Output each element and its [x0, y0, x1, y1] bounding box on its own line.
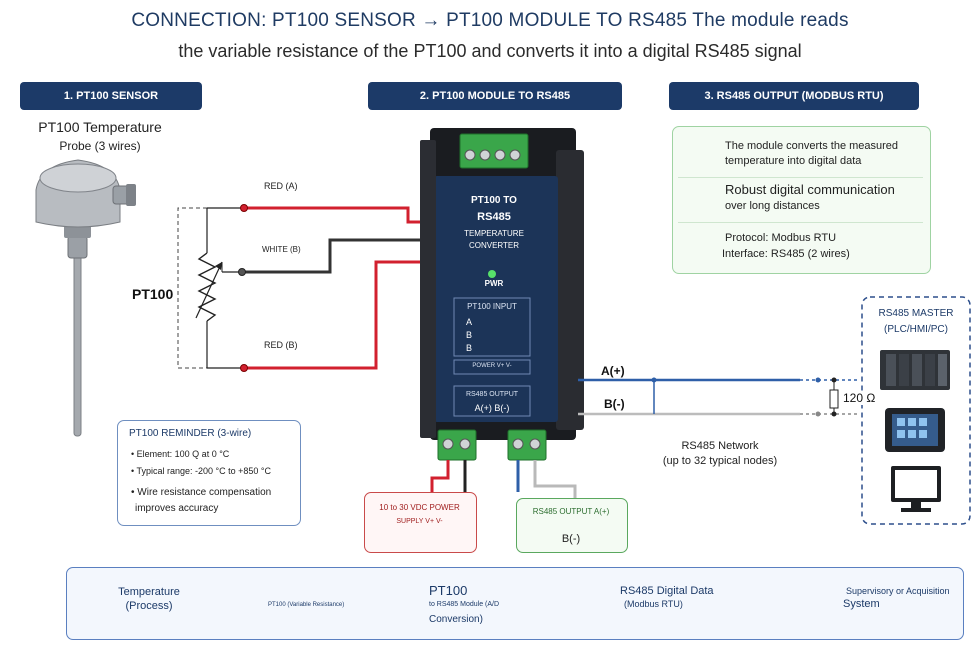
power-supply-box	[364, 492, 477, 553]
power-terminal-label: POWER V+ V-	[472, 363, 512, 369]
reminder-title: PT100 REMINDER (3-wire)	[129, 428, 252, 439]
module-label-4: CONVERTER	[468, 241, 520, 250]
step-1-header: 1. PT100 SENSOR	[20, 82, 202, 110]
info-box	[672, 126, 931, 274]
wire-label-white-b: WHITE (B)	[262, 245, 301, 254]
pwr-led-label: PWR	[484, 279, 504, 288]
wire-label-red-a: RED (A)	[264, 181, 298, 191]
input-terminal-b1: B	[466, 330, 473, 340]
sensor-subtitle: Probe (3 wires)	[59, 139, 141, 153]
step-3-header: 3. RS485 OUTPUT (MODBUS RTU)	[669, 82, 919, 110]
module-label-2: RS485	[477, 211, 511, 223]
flow-step-3-line-1: PT100	[429, 583, 468, 598]
bus-a-label: A(+)	[601, 364, 625, 378]
bus-b-label: B(-)	[604, 397, 625, 411]
master-subtitle: (PLC/HMI/PC)	[884, 324, 948, 335]
network-label-2: (up to 32 typical nodes)	[662, 455, 778, 467]
reminder-bullet-3b: improves accuracy	[135, 503, 219, 514]
info-item-3-line2: Interface: RS485 (2 wires)	[722, 248, 850, 260]
wire-label-red-b: RED (B)	[264, 340, 298, 350]
plc-icon	[880, 350, 950, 390]
power-supply-line-1: 10 to 30 VDC POWER	[379, 503, 460, 512]
pt100-module-icon	[420, 128, 584, 461]
info-item-1: The module converts the measured tempera…	[725, 140, 899, 167]
sensor-title: PT100 Temperature	[38, 119, 162, 135]
pt100-probe-icon	[35, 159, 136, 437]
flow-step-4-line-1: RS485 Digital Data	[620, 585, 714, 597]
page-subtitle: the variable resistance of the PT100 and…	[178, 41, 802, 61]
module-label-3: TEMPERATURE	[464, 229, 524, 238]
flow-step-4-line-2: (Modbus RTU)	[624, 599, 683, 609]
process-flow-bar	[66, 567, 964, 640]
info-divider-2	[678, 222, 923, 223]
info-divider-1	[678, 177, 923, 178]
flow-step-5-line-2: System	[843, 598, 880, 610]
output-panel-title: RS485 OUTPUT	[465, 391, 519, 398]
rs485-output-box	[516, 498, 628, 553]
input-terminal-b2: B	[466, 343, 473, 353]
resistor-label: PT100	[132, 286, 174, 302]
info-item-2-title: Robust digital communication	[725, 182, 895, 197]
step-2-header: 2. PT100 MODULE TO RS485	[368, 82, 622, 110]
network-label-1: RS485 Network	[681, 440, 759, 452]
flow-step-1-line-2: (Process)	[125, 600, 173, 612]
hmi-icon	[885, 408, 945, 452]
flow-step-2: PT100 (Variable Resistance)	[268, 602, 345, 608]
flow-step-3-line-2: to RS485 Module (A/D	[429, 601, 500, 608]
input-terminal-a: A	[466, 317, 473, 327]
rs485-output-line-1: RS485 OUTPUT A(+)	[532, 507, 610, 516]
reminder-bullet-3a: • Wire resistance compensation	[131, 487, 272, 498]
terminator-label: 120 Ω	[843, 391, 876, 405]
info-item-2-sub: over long distances	[725, 200, 820, 212]
reminder-box	[117, 420, 301, 526]
rs485-output-line-2: B(-)	[561, 533, 581, 545]
reminder-bullet-2: • Typical range: -200 °C to +850 °C	[131, 466, 272, 476]
flow-step-5-line-1: Supervisory or Acquisition	[846, 586, 950, 596]
info-item-3-line1: Protocol: Modbus RTU	[725, 232, 837, 244]
page-title: CONNECTION: PT100 SENSOR → PT100 MODULE …	[131, 10, 849, 31]
flow-step-3-line-3: Conversion)	[429, 614, 483, 625]
module-label-1: PT100 TO	[471, 195, 517, 206]
master-title: RS485 MASTER	[878, 308, 954, 319]
output-panel-terminals: A(+) B(-)	[474, 403, 510, 413]
pc-monitor-icon	[891, 466, 941, 512]
flow-step-1-line-1: Temperature	[118, 586, 180, 598]
input-panel-title: PT100 INPUT	[467, 302, 517, 311]
reminder-bullet-1: • Element: 100 Q at 0 °C	[131, 449, 230, 459]
power-supply-line-2: SUPPLY V+ V-	[396, 518, 443, 525]
